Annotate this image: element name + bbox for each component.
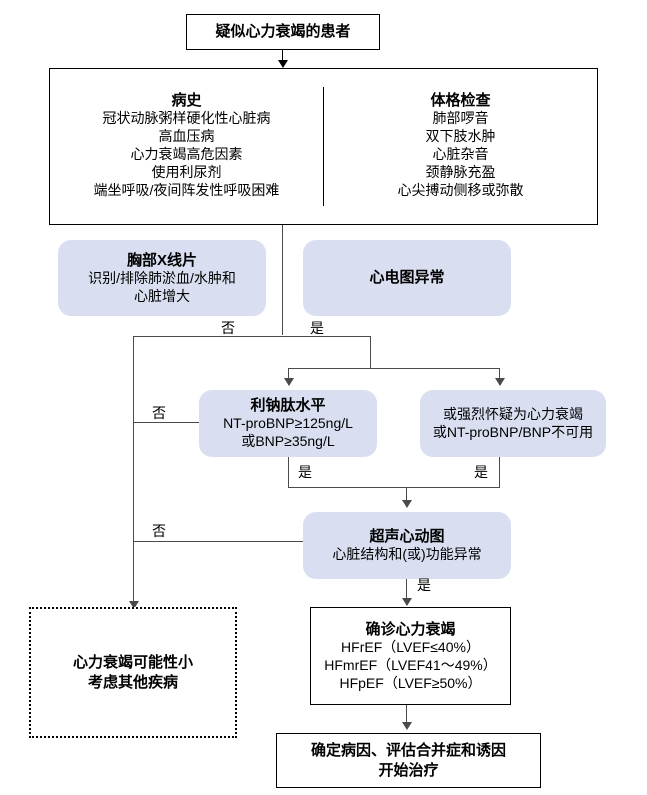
connector-to-natriuretic-peptide	[288, 368, 290, 385]
hf-confirmed-title: 确诊心力衰竭	[365, 620, 456, 638]
connector-to-strong-suspicion	[499, 368, 501, 385]
arrowhead-treatment	[402, 722, 412, 730]
natriuretic-peptide-line-0: NT-proBNP≥125ng/L	[223, 415, 353, 432]
edge-label-echo-no: 否	[152, 523, 166, 539]
history-title: 病史	[171, 92, 202, 109]
connector-echo-yes-down	[406, 579, 408, 605]
connector-assessment-trunk	[282, 225, 284, 335]
edge-label-bnp-yes: 是	[298, 464, 312, 480]
suspected-patient-label: 疑似心力衰竭的患者	[215, 23, 351, 41]
node-treatment[interactable]: 确定病因、评估合并症和诱因 开始治疗	[276, 733, 541, 788]
hf-unlikely-line-0: 心力衰竭可能性小	[72, 654, 193, 672]
arrowhead-hf-unlikely	[129, 601, 139, 609]
hf-confirmed-line-0: HFrEF（LVEF≤40%）	[341, 638, 480, 655]
edge-label-suspicion-yes: 是	[474, 464, 488, 480]
history-item-0: 冠状动脉粥样硬化性心脏病	[102, 110, 271, 127]
treatment-line-0: 确定病因、评估合并症和诱因	[310, 742, 506, 760]
assessment-physical-exam-column: 体格检查 肺部啰音 双下肢水肿 心脏杂音 颈静脉充盈 心尖搏动侧移或弥散	[324, 69, 597, 224]
node-strong-suspicion[interactable]: 或强烈怀疑为心力衰竭 或NT-proBNP/BNP不可用	[420, 390, 606, 457]
connector-split-bar-lower	[288, 368, 500, 370]
strong-suspicion-line-0: 或强烈怀疑为心力衰竭	[443, 405, 583, 422]
edge-label-ecg-yes: 是	[310, 320, 324, 336]
connector-confirmed-to-treatment	[406, 705, 408, 728]
hf-unlikely-line-1: 考虑其他疾病	[87, 673, 178, 691]
physical-exam-item-4: 心尖搏动侧移或弥散	[397, 181, 524, 198]
connector-split-bar-upper	[133, 336, 371, 338]
connector-suspicion-yes-down	[499, 457, 501, 488]
natriuretic-peptide-title: 利钠肽水平	[250, 397, 326, 414]
node-hf-confirmed[interactable]: 确诊心力衰竭 HFrEF（LVEF≤40%） HFmrEF（LVEF41〜49%…	[310, 607, 511, 705]
node-assessment[interactable]: 病史 冠状动脉粥样硬化性心脏病 高血压病 心力衰竭高危因素 使用利尿剂 端坐呼吸…	[49, 68, 598, 225]
chest-xray-line-1: 心脏增大	[134, 287, 190, 304]
arrowhead-hf-confirmed	[402, 598, 412, 606]
connector-echo-no	[133, 541, 303, 543]
hf-confirmed-line-2: HFpEF（LVEF≥50%）	[339, 674, 482, 691]
node-echocardiogram[interactable]: 超声心动图 心脏结构和(或)功能异常	[303, 512, 511, 579]
physical-exam-item-1: 双下肢水肿	[425, 128, 496, 145]
ecg-abnormal-title: 心电图异常	[369, 269, 445, 287]
assessment-history-column: 病史 冠状动脉粥样硬化性心脏病 高血压病 心力衰竭高危因素 使用利尿剂 端坐呼吸…	[50, 69, 323, 224]
connector-left-no-branch	[133, 336, 135, 608]
arrowhead-assessment	[278, 60, 288, 68]
connector-merge-bar	[288, 487, 500, 489]
node-suspected-patient[interactable]: 疑似心力衰竭的患者	[186, 14, 380, 50]
connector-merge-to-echo	[406, 487, 408, 507]
history-item-2: 心力衰竭高危因素	[130, 146, 243, 162]
natriuretic-peptide-line-1: 或BNP≥35ng/L	[241, 433, 335, 450]
connector-yes-branch-down	[370, 336, 372, 369]
node-hf-unlikely[interactable]: 心力衰竭可能性小 考虑其他疾病	[29, 607, 237, 738]
strong-suspicion-line-1: 或NT-proBNP/BNP不可用	[432, 423, 594, 440]
connector-bnp-yes-down	[288, 457, 290, 488]
connector-bnp-no	[133, 422, 199, 424]
arrowhead-echocardiogram	[402, 500, 412, 508]
arrowhead-strong-suspicion	[495, 378, 505, 386]
physical-exam-title: 体格检查	[430, 92, 491, 109]
history-item-4: 端坐呼吸/夜间阵发性呼吸困难	[93, 181, 280, 198]
assessment-divider	[323, 87, 324, 206]
echocardiogram-title: 超声心动图	[369, 527, 445, 545]
physical-exam-item-0: 肺部啰音	[432, 110, 489, 127]
node-ecg-abnormal[interactable]: 心电图异常	[303, 240, 511, 316]
chest-xray-title: 胸部X线片	[126, 251, 197, 269]
physical-exam-item-2: 心脏杂音	[432, 146, 489, 162]
connector-suspected-to-assessment	[282, 50, 284, 63]
edge-label-echo-yes: 是	[417, 577, 431, 593]
history-item-3: 使用利尿剂	[151, 163, 222, 180]
echocardiogram-line-0: 心脏结构和(或)功能异常	[332, 546, 482, 563]
hf-confirmed-line-1: HFmrEF（LVEF41〜49%）	[324, 656, 497, 673]
chest-xray-line-0: 识别/排除肺淤血/水肿和	[88, 269, 236, 286]
arrowhead-natriuretic-peptide	[284, 378, 294, 386]
history-item-1: 高血压病	[158, 128, 215, 145]
node-chest-xray[interactable]: 胸部X线片 识别/排除肺淤血/水肿和 心脏增大	[58, 240, 266, 316]
physical-exam-item-3: 颈静脉充盈	[425, 163, 496, 180]
edge-label-xray-no: 否	[221, 320, 235, 336]
treatment-line-1: 开始治疗	[378, 761, 439, 779]
edge-label-bnp-no: 否	[152, 405, 166, 421]
node-natriuretic-peptide[interactable]: 利钠肽水平 NT-proBNP≥125ng/L 或BNP≥35ng/L	[199, 390, 377, 457]
